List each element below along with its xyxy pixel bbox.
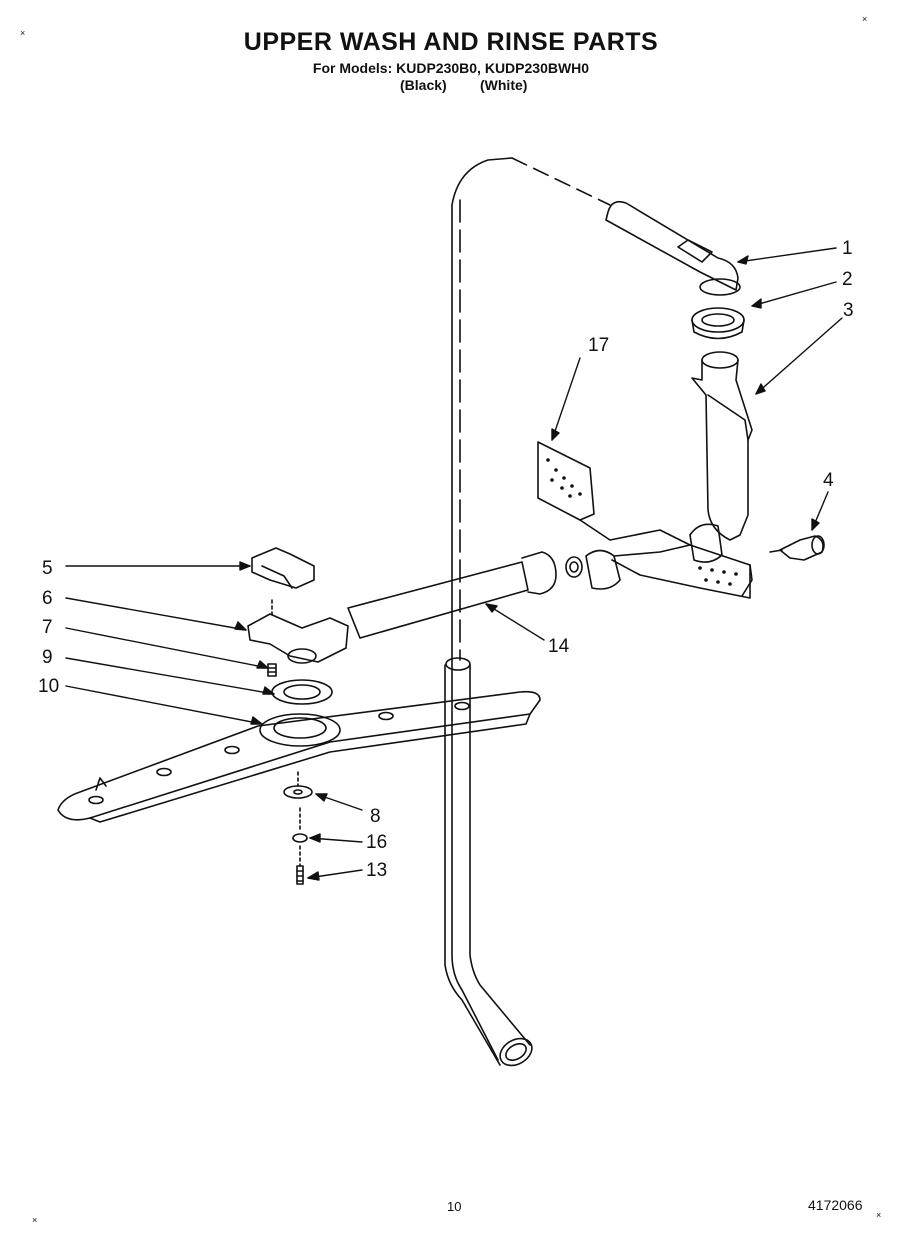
part-4-plug xyxy=(769,535,825,561)
part-16-small-washer xyxy=(292,807,308,843)
callout-16: 16 xyxy=(366,832,387,853)
vertical-feed-tube xyxy=(444,157,611,1067)
part-17-mounting-bracket xyxy=(537,441,753,599)
registration-mark-top-right: × xyxy=(862,14,868,24)
callout-14: 14 xyxy=(548,636,570,657)
callout-17: 17 xyxy=(588,335,609,356)
callout-4: 4 xyxy=(823,470,834,491)
part-5-clip xyxy=(251,547,315,589)
callout-10: 10 xyxy=(38,676,59,697)
part-14-supply-tube xyxy=(347,523,723,639)
callout-8: 8 xyxy=(370,806,381,827)
part-3-manifold xyxy=(691,351,753,541)
part-8-washer xyxy=(283,771,313,799)
callout-5: 5 xyxy=(42,558,53,579)
callout-1: 1 xyxy=(842,238,853,259)
callout-9: 9 xyxy=(42,647,53,668)
part-7-screw xyxy=(267,663,277,677)
registration-mark-bottom-right: × xyxy=(876,1210,882,1220)
callout-labels: 1 2 3 4 5 6 7 9 10 14 17 8 16 13 xyxy=(38,238,854,881)
part-9-seal xyxy=(271,679,333,705)
callout-2: 2 xyxy=(842,269,853,290)
callout-7: 7 xyxy=(42,617,53,638)
part-13-screw xyxy=(296,845,304,885)
part-6-hub-bracket xyxy=(247,599,349,664)
finish-black-label: (Black) xyxy=(400,77,447,93)
part-10-spray-arm xyxy=(57,690,541,823)
document-number: 4172066 xyxy=(808,1197,863,1213)
callout-13: 13 xyxy=(366,860,387,881)
callout-3: 3 xyxy=(843,300,854,321)
registration-mark-bottom-left: × xyxy=(32,1215,38,1225)
finish-white-label: (White) xyxy=(480,77,528,93)
page-title: UPPER WASH AND RINSE PARTS xyxy=(243,28,659,56)
registration-mark-top-left: × xyxy=(20,28,26,38)
part-2-grommet xyxy=(691,307,745,340)
leader-lines xyxy=(65,247,843,881)
callout-6: 6 xyxy=(42,588,53,609)
part-1-upper-tube xyxy=(605,200,741,296)
page-number: 10 xyxy=(447,1199,462,1214)
models-subtitle: For Models: KUDP230B0, KUDP230BWH0 xyxy=(312,60,590,76)
